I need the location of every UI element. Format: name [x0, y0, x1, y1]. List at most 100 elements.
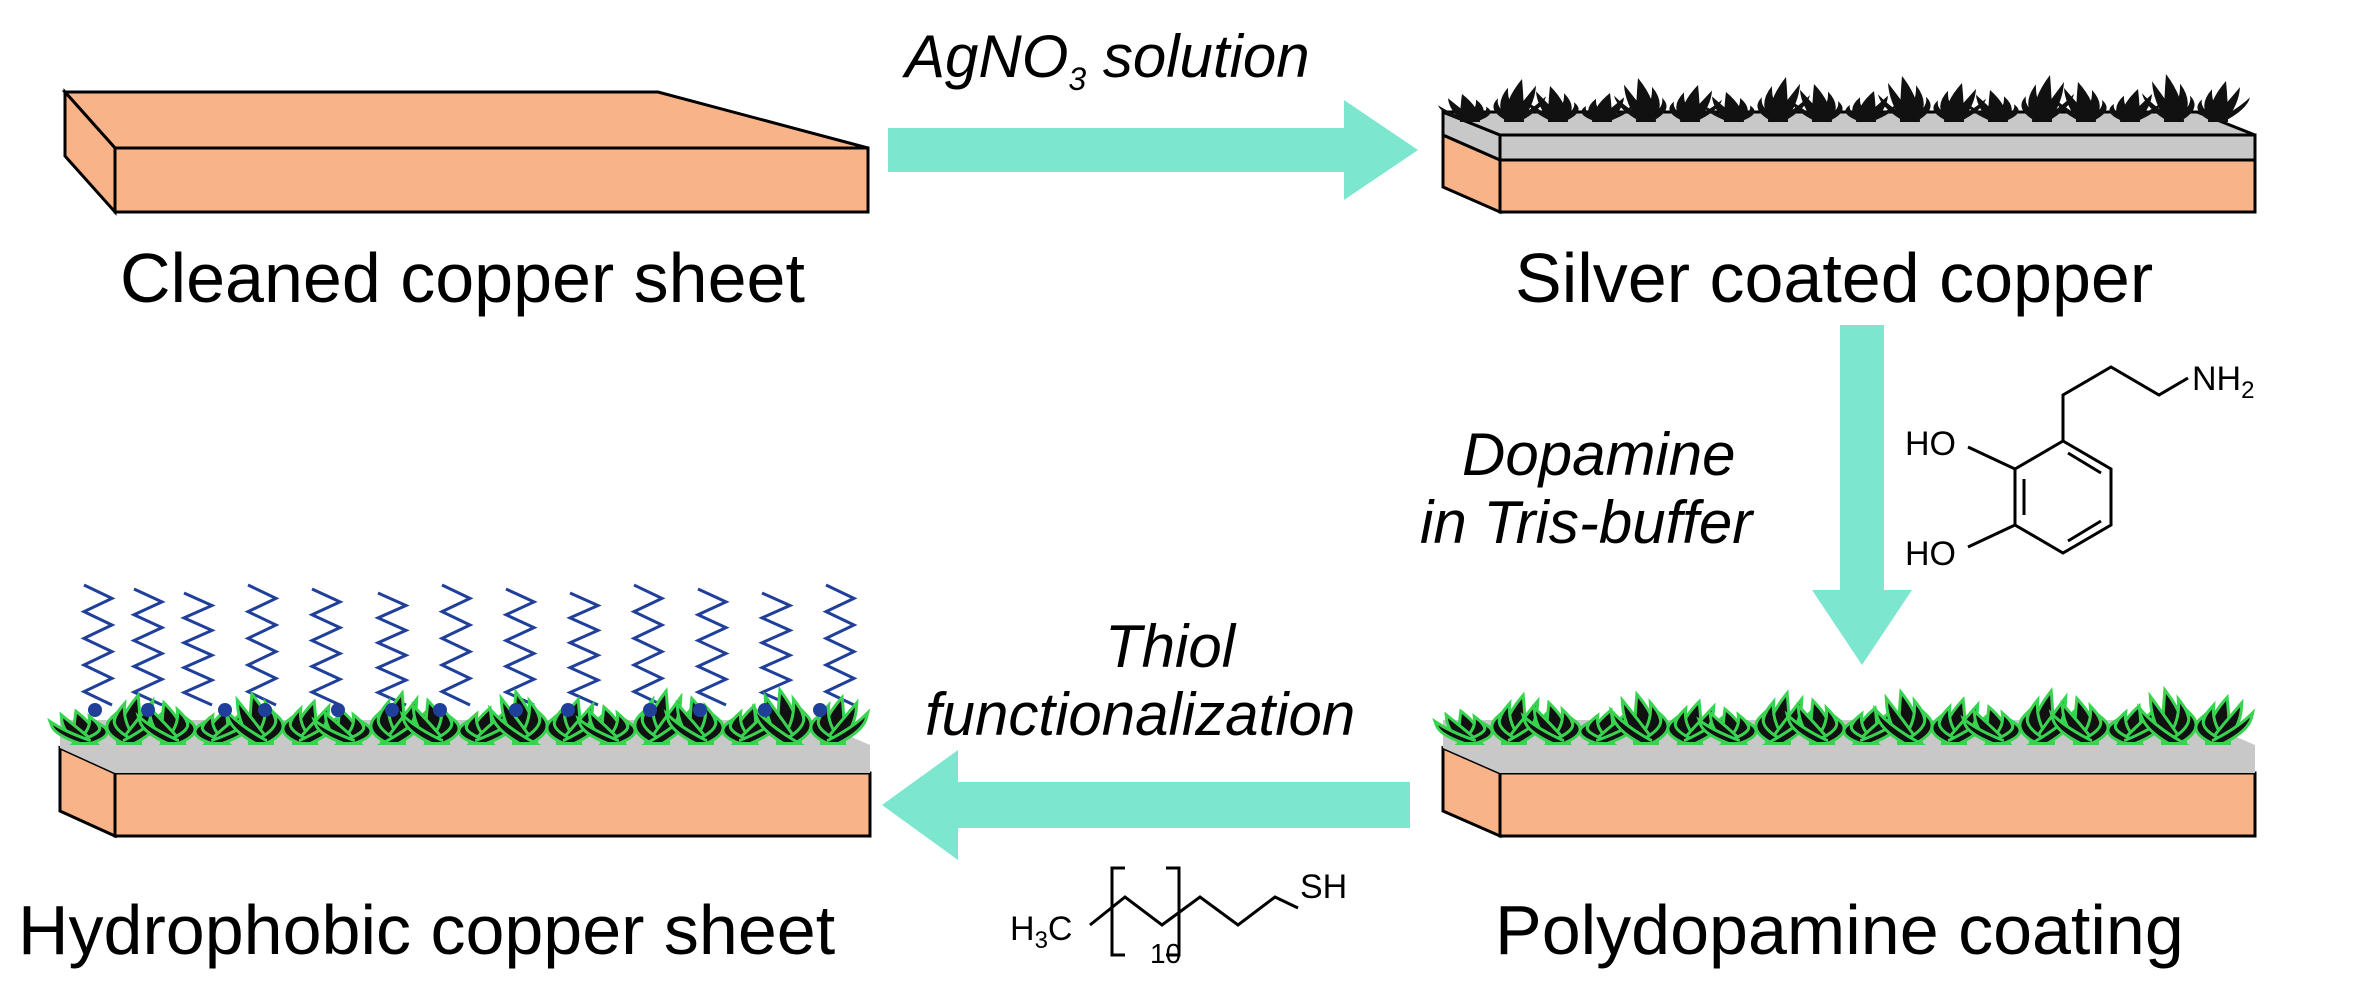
hydrophobic-copper-sheet: [47, 583, 872, 839]
label-cleaned-copper-sheet: Cleaned copper sheet: [120, 239, 805, 317]
anchor-dot: [561, 703, 575, 717]
crystal-tuft: [1696, 706, 1758, 745]
alkyl-chain: [438, 583, 474, 707]
silver-layer-front: [115, 745, 870, 773]
repeat-bracket-right: [1166, 866, 1181, 957]
step-functionalization: functionalization: [925, 681, 1356, 748]
oh-bond-top: [1967, 445, 2016, 471]
crystal-tuft: [1614, 78, 1667, 122]
alkyl-chain: [180, 591, 216, 707]
label-polydopamine-coating: Polydopamine coating: [1495, 891, 2184, 969]
crystal-tuft: [1702, 92, 1755, 122]
dopamine-oh-top: HO: [1905, 425, 1956, 463]
crystal-tuft: [1581, 93, 1634, 122]
crystal-tuft: [2197, 81, 2250, 122]
agno3-arrow: [888, 100, 1418, 200]
dopamine-oh-bottom: HO: [1905, 535, 1956, 573]
crystal-tuft: [1933, 83, 1986, 122]
copper-front-face: [113, 146, 870, 214]
crystal-tuft: [1930, 696, 1992, 745]
alkyl-chain: [694, 587, 730, 707]
crystal-tuft: [1438, 94, 1491, 122]
crystal-tuft: [1845, 91, 1898, 122]
crystal-tuft: [2109, 89, 2162, 122]
crystal-tuft: [1842, 705, 1904, 745]
alkyl-chain: [130, 587, 166, 707]
silver-layer-front: [1500, 745, 2255, 773]
alkyl-chain: [80, 583, 116, 707]
crystal-tuft: [1790, 84, 1843, 122]
thiol-arrow: [882, 750, 1410, 860]
step-dopamine: Dopamine: [1462, 421, 1736, 488]
alkyl-chain: [630, 583, 666, 707]
polydopamine-coated-copper: [1432, 685, 2257, 839]
cleaned-copper-sheet: [61, 88, 870, 216]
ethylamine-chain: [2061, 365, 2189, 441]
anchor-dot: [385, 703, 399, 717]
alkyl-chain: [308, 587, 344, 707]
silver-coated-copper: [1438, 74, 2257, 215]
crystal-tuft: [2048, 694, 2110, 745]
anchor-dot: [643, 703, 657, 717]
repeat-bracket-left: [1110, 866, 1125, 957]
alkyl-chain: [502, 587, 538, 707]
dopamine-arrow: [1812, 325, 1912, 665]
alkyl-chain: [374, 591, 410, 707]
crystal-tuft: [1872, 688, 1934, 745]
crystal-tuft: [575, 703, 637, 745]
crystal-tuft: [2018, 687, 2080, 745]
crystal-tuft: [2054, 82, 2107, 122]
crystal-tuft: [281, 698, 343, 745]
anchor-dot: [758, 703, 772, 717]
anchor-dot: [88, 703, 102, 717]
crystal-tuft: [2136, 685, 2198, 745]
anchor-dot: [509, 703, 523, 717]
polydopamine-coated-crystals: [1432, 685, 2256, 745]
silver-crystals: [1438, 74, 2250, 122]
label-hydrophobic-copper-sheet: Hydrophobic copper sheet: [18, 891, 836, 969]
copper-front-face: [1498, 771, 2257, 838]
step-agno3-solution: AgNO3 solution: [905, 23, 1310, 97]
anchor-dot: [813, 703, 827, 717]
crystal-tuft: [751, 685, 813, 745]
benzene-ring: [2013, 439, 2113, 555]
crystal-tuft: [457, 705, 519, 745]
thiol-sh: SH: [1300, 868, 1348, 906]
step-tris-buffer: in Tris-buffer: [1420, 489, 1753, 556]
label-silver-coated-copper: Silver coated copper: [1515, 239, 2154, 317]
anchor-dot: [218, 703, 232, 717]
crystal-tuft: [1669, 85, 1722, 122]
anchor-dot: [258, 703, 272, 717]
dodecanethiol-structure: [1089, 866, 1299, 957]
crystal-tuft: [1754, 689, 1816, 745]
step-thiol: Thiol: [1105, 613, 1236, 680]
crystal-tuft: [1666, 698, 1728, 745]
crystal-tuft: [47, 708, 109, 745]
crystal-tuft: [1960, 703, 2022, 745]
crystal-tuft: [1966, 90, 2019, 122]
copper-front-face: [113, 771, 872, 838]
crystal-tuft: [1878, 76, 1931, 122]
alkyl-chain: [822, 583, 858, 707]
thiol-chain: [1089, 895, 1299, 927]
alkyl-chains: [80, 583, 858, 707]
crystal-tuft: [1784, 697, 1846, 745]
crystal-tuft: [2194, 693, 2256, 745]
crystal-tuft: [1526, 86, 1579, 122]
anchor-dot: [141, 703, 155, 717]
crystal-tuft: [1608, 690, 1670, 745]
crystal-tuft: [545, 696, 607, 745]
thiol-repeat-count: 10: [1150, 938, 1182, 969]
crystal-tuft: [809, 693, 871, 745]
anchor-dot: [693, 703, 707, 717]
crystal-tuft: [1757, 77, 1810, 122]
crystal-tuft: [2021, 75, 2074, 122]
silver-layer-front: [1498, 133, 2257, 162]
dopamine-structure: [1967, 365, 2189, 555]
crystal-tuft: [1493, 79, 1546, 122]
crystal-tuft: [311, 706, 373, 745]
anchor-dot: [331, 703, 345, 717]
crystal-tuft: [1520, 699, 1582, 745]
alkyl-chain: [244, 583, 280, 707]
